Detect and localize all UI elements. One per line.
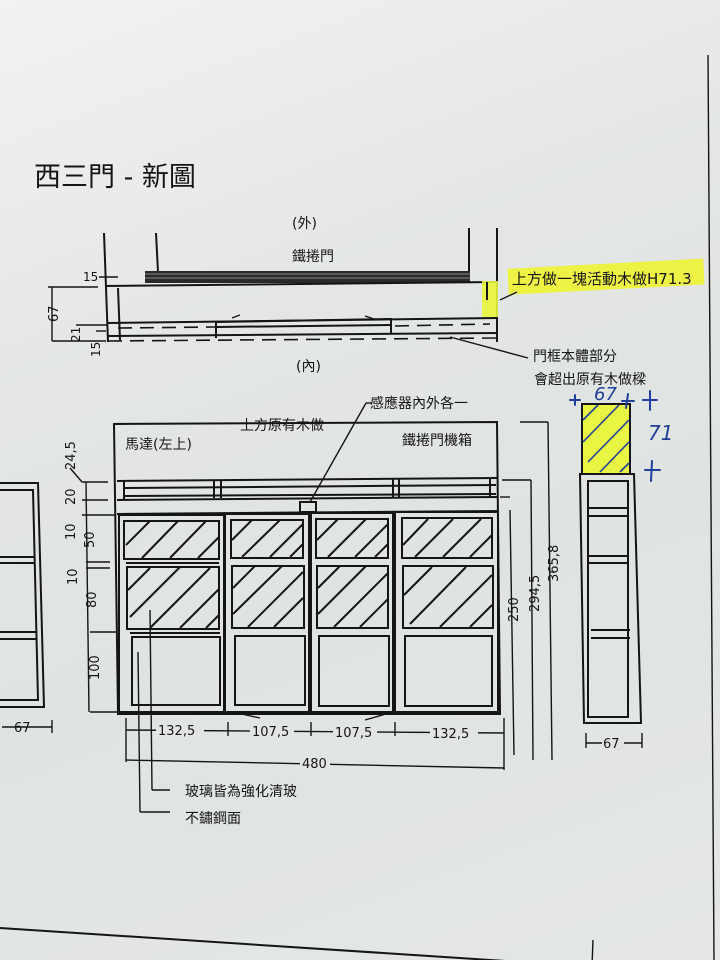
- dim-107-5-right: 107,5: [335, 726, 372, 741]
- left-partial-width: 67: [14, 721, 31, 736]
- dim-132-5-left: 132,5: [158, 724, 195, 739]
- dim-10-lower: 10: [66, 568, 81, 585]
- handwritten-height: 71: [648, 421, 673, 445]
- motor-label: 馬達(左上): [125, 437, 192, 453]
- glass-note: 玻璃皆為強化清玻: [185, 783, 297, 800]
- dim-250: 250: [507, 597, 522, 622]
- side-view: 67 67 71: [569, 384, 673, 752]
- dim-20: 20: [64, 488, 79, 505]
- dim-100: 100: [88, 655, 103, 680]
- steel-note: 不鏽鋼面: [185, 811, 241, 827]
- sensor-note: 感應器內外各一: [370, 395, 468, 412]
- inside-label: (內): [296, 359, 321, 375]
- rolling-box-label: 鐵捲門機箱: [402, 432, 472, 449]
- dim-294-5: 294,5: [528, 575, 543, 612]
- side-width: 67: [603, 737, 620, 752]
- plan-view: (外) 鐵捲門 (內) 15 67 2: [47, 216, 705, 388]
- existing-wood-label: 上方原有木做: [240, 418, 324, 434]
- frame-note-line1: 門框本體部分: [533, 349, 617, 365]
- dim-480: 480: [302, 757, 327, 772]
- front-elevation: 67 馬達(左上) 上方原有木做 鐵捲門機箱 感應器內外各一: [0, 395, 562, 827]
- door-leaves: [118, 511, 499, 713]
- dim-365-8: 365,8: [547, 545, 562, 582]
- dim-10-upper: 10: [64, 523, 79, 540]
- page-edge-line: [707, 54, 715, 960]
- highlight-wood-block-side: [582, 404, 630, 474]
- dim-67-plan: 67: [47, 305, 62, 322]
- outside-label: (外): [292, 216, 317, 232]
- dim-15-bottom: 15: [89, 342, 103, 357]
- sensor-icon: [299, 501, 317, 513]
- handwritten-width: 67: [594, 384, 617, 405]
- rolling-door-label: 鐵捲門: [292, 248, 334, 265]
- dim-24-5: 24,5: [64, 441, 79, 470]
- dim-15-top: 15: [83, 270, 98, 284]
- highlight-marker: [507, 258, 705, 295]
- dim-50: 50: [83, 531, 98, 548]
- dim-21: 21: [69, 327, 83, 342]
- title-block-line: [0, 927, 506, 960]
- title-block-divider: [591, 939, 594, 960]
- dim-107-5-left: 107,5: [252, 725, 289, 740]
- frame-note-line2: 會超出原有木做樑: [534, 372, 646, 388]
- glass-hatching: [125, 518, 493, 629]
- dim-132-5-right: 132,5: [432, 727, 469, 742]
- page-title: 西三門 - 新圖: [34, 162, 196, 193]
- highlight-wood-block: [482, 281, 498, 317]
- dim-80: 80: [85, 591, 100, 608]
- highlight-note: 上方做一塊活動木做H71.3: [512, 270, 692, 288]
